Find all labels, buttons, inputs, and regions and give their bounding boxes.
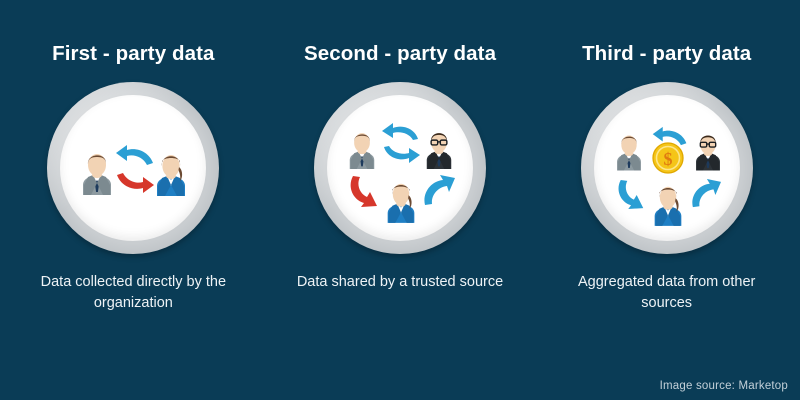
blue-curved-arrow-left-icon <box>651 126 689 146</box>
red-curved-arrow-right-icon <box>115 172 155 194</box>
column-second-party: Second - party data <box>267 0 534 400</box>
circle-second-party <box>314 82 486 254</box>
scene-second-party <box>327 95 473 241</box>
column-title: First - party data <box>52 42 215 65</box>
circle-face <box>60 95 207 241</box>
column-first-party: First - party data <box>0 0 267 400</box>
column-caption: Data collected directly by the organizat… <box>40 274 227 312</box>
circle-face <box>327 95 473 241</box>
column-title: Third - party data <box>582 42 752 65</box>
woman-blue-blazer-icon <box>381 177 421 223</box>
man-glasses-black-suit-icon <box>690 130 726 171</box>
scene-third-party: $ <box>594 95 740 241</box>
blue-curved-arrow-down-icon <box>617 178 647 210</box>
column-caption: Aggregated data from other sources <box>578 274 756 312</box>
red-curved-arrow-down-icon <box>349 174 381 208</box>
column-caption: Data shared by a trusted source <box>296 274 504 290</box>
blue-curved-arrow-left-icon <box>115 144 155 166</box>
woman-blue-blazer-icon <box>150 148 192 197</box>
man-gray-suit-icon <box>76 147 118 195</box>
woman-blue-blazer-icon <box>648 180 688 226</box>
blue-curved-arrow-up-icon <box>691 178 722 210</box>
column-title: Second - party data <box>303 42 497 65</box>
circle-third-party: $ <box>580 82 753 254</box>
gold-dollar-coin-icon: $ <box>652 142 684 174</box>
image-source-label: Image source: Marketop <box>659 380 788 392</box>
circle-first-party <box>47 82 220 254</box>
column-third-party: Third - party data <box>533 0 800 400</box>
blue-sync-arrows-icon <box>380 123 422 164</box>
scene-first-party <box>60 95 206 241</box>
man-gray-suit-icon <box>611 130 647 171</box>
blue-curved-arrow-up-icon <box>423 174 456 208</box>
svg-text:$: $ <box>664 149 673 169</box>
man-glasses-black-suit-icon <box>421 127 458 169</box>
man-gray-suit-icon <box>344 127 381 169</box>
circle-face: $ <box>593 95 740 241</box>
